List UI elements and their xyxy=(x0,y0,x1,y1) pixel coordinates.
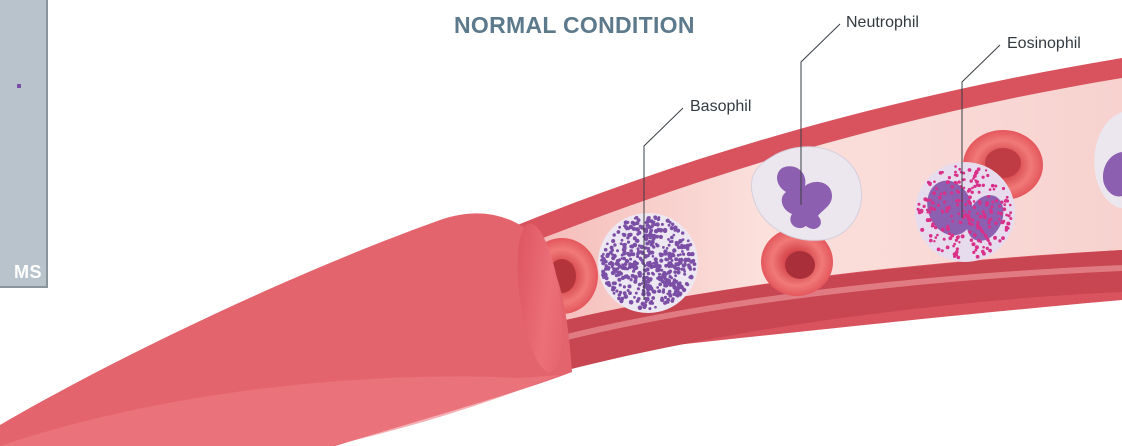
neutrophil-label: Neutrophil xyxy=(846,14,919,32)
diagram-title: NORMAL CONDITION xyxy=(454,12,695,39)
basophil-label: Basophil xyxy=(690,98,751,116)
eosinophil-cell xyxy=(915,162,1015,262)
left-side-panel: MS xyxy=(0,0,48,288)
basophil-cell xyxy=(598,213,698,313)
panel-label: MS xyxy=(14,262,42,283)
eosinophil-label: Eosinophil xyxy=(1007,35,1081,53)
panel-marker xyxy=(17,84,21,88)
